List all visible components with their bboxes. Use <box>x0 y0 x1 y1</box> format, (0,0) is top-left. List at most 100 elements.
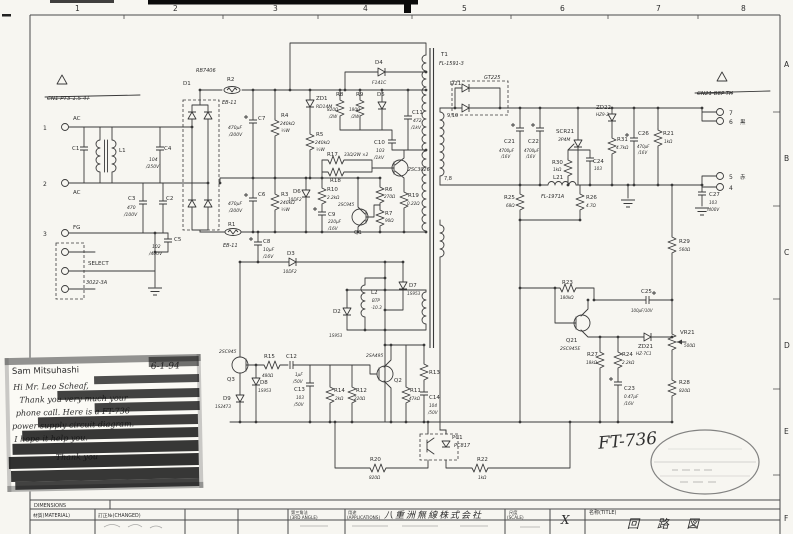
label-470-f: 470µF <box>228 201 242 207</box>
label-d7: D7 <box>409 283 417 289</box>
label-820: 820Ω <box>679 388 691 393</box>
warning-triangle-icon <box>56 74 68 85</box>
label-c1: C1 <box>72 146 79 152</box>
label-103: 103 <box>709 200 717 205</box>
label-l21: L21 <box>553 175 563 181</box>
applications-value: 八重洲無線株式会社 <box>384 510 483 521</box>
label-4-7: 4.7Ω <box>586 203 597 208</box>
label-r13: R13 <box>429 370 440 376</box>
label-t1: T1 <box>440 52 448 58</box>
label-w: ½W <box>281 206 290 213</box>
label-pc817: PC817 <box>454 443 471 449</box>
label-c2: C2 <box>166 196 173 202</box>
label-103: 103 <box>594 166 602 171</box>
label-250v: /250V <box>145 164 160 170</box>
label-1s953: 1S953 <box>407 291 421 296</box>
label-r25: R25 <box>504 195 515 201</box>
label-ac: AC <box>73 190 81 196</box>
label-c14: C14 <box>429 395 440 401</box>
label-2sc945: 2SC945 <box>338 202 355 207</box>
label-4: 4 <box>729 185 733 192</box>
label-hz9-2: HZ9-2 <box>596 112 609 117</box>
label-2-2k: 2.2kΩ <box>622 360 635 365</box>
label-r8: R8 <box>336 92 344 98</box>
label-pc1: PC1 <box>452 435 463 441</box>
label-400v: /400V <box>706 207 720 212</box>
photocopy-smudges <box>8 356 200 490</box>
label-r30: R30 <box>552 160 563 166</box>
label-d5: D5 <box>377 92 385 98</box>
label-472: 472 <box>413 118 422 124</box>
label-c9: C9 <box>328 212 336 218</box>
label-r24: R24 <box>622 352 633 358</box>
label-c26: C26 <box>638 131 649 137</box>
label-r15: R15 <box>264 354 275 360</box>
applications-label: 用途 <box>348 509 357 516</box>
label-zd1: ZD1 <box>316 96 328 102</box>
border-row-A: A <box>784 60 790 69</box>
label-47k: 47kΩ <box>409 396 421 401</box>
label-d9: D9 <box>223 396 231 402</box>
label-10df2: 10DF2 <box>283 269 297 274</box>
label-r12: R12 <box>356 388 367 394</box>
label-r10: R10 <box>327 187 338 193</box>
label-820: 820Ω <box>327 107 339 112</box>
oval-stamp <box>650 429 760 495</box>
label-470-f: 470µF <box>637 144 650 149</box>
label-r18: R18 <box>330 178 341 184</box>
label-2sc945e: 2SC945E <box>560 346 580 352</box>
note-author: Sam Mitsuhashi <box>12 366 79 377</box>
label-90: 90Ω <box>385 218 394 223</box>
label-btp: BTP <box>372 298 380 303</box>
label-104: 104 <box>149 157 158 163</box>
label-102: 102 <box>152 244 161 250</box>
border-row-B: B <box>784 154 789 163</box>
label-4700-f: 4700µF <box>524 148 540 153</box>
label-10df2: 10DF2 <box>288 197 302 202</box>
label-10-3: -10.3 <box>371 305 382 310</box>
applications-en-label: (APPLICATIONS) <box>347 515 380 520</box>
label-100-f-10v: 100µF/10V <box>631 308 653 313</box>
label-r28: R28 <box>679 380 690 386</box>
label-180k: 180kΩ <box>560 295 574 300</box>
label-1-f: 1µF <box>295 372 303 377</box>
label-r21: R21 <box>663 131 674 137</box>
label-fl-1591-3: FL-1591-3 <box>439 61 464 67</box>
label-6: 6 <box>729 119 733 126</box>
label-9-10: 9,10 <box>447 113 458 119</box>
label-200v: /200V <box>228 132 243 138</box>
label-2k: 2kΩ <box>335 396 344 401</box>
label-18k: 18kΩ <box>586 360 598 365</box>
label-r1: R1 <box>228 222 235 228</box>
label-1k: 1kΩ <box>553 167 562 172</box>
title-label: 名称(TITLE) <box>589 509 616 516</box>
label-2sc3026: 2SC3026 <box>408 167 430 173</box>
label-eb-11: EB-11 <box>223 243 238 249</box>
label-470: 470 <box>127 205 136 211</box>
label-select: SELECT <box>88 261 109 267</box>
border-row-C: C <box>784 248 789 257</box>
label-240k: 240kΩ <box>280 200 295 206</box>
label-1s2473: 1S2473 <box>215 404 231 409</box>
label-c22: C22 <box>528 139 539 145</box>
label-r27: R27 <box>587 352 598 358</box>
label-500: 500Ω <box>684 343 696 348</box>
label-400v: /400V <box>148 251 163 257</box>
label-r6: R6 <box>385 187 393 193</box>
label-c25: C25 <box>641 289 652 295</box>
label-1: 1 <box>43 125 47 132</box>
label-fg: FG <box>73 225 80 231</box>
label-16v: /16V <box>327 226 339 231</box>
label-r20: R20 <box>370 457 381 463</box>
label-220-f: 220µF <box>328 219 342 224</box>
label-470-f: 470µF <box>228 125 242 131</box>
label-c11: C11 <box>412 110 423 116</box>
label-l2: L2 <box>371 290 378 296</box>
label-c6: C6 <box>258 192 266 198</box>
label-16v: /16V <box>262 254 274 260</box>
label-c23: C23 <box>624 386 635 392</box>
label-d1: D1 <box>183 81 191 87</box>
label-10-f: 10µF <box>263 247 275 253</box>
cn21-strike-line <box>694 90 771 94</box>
